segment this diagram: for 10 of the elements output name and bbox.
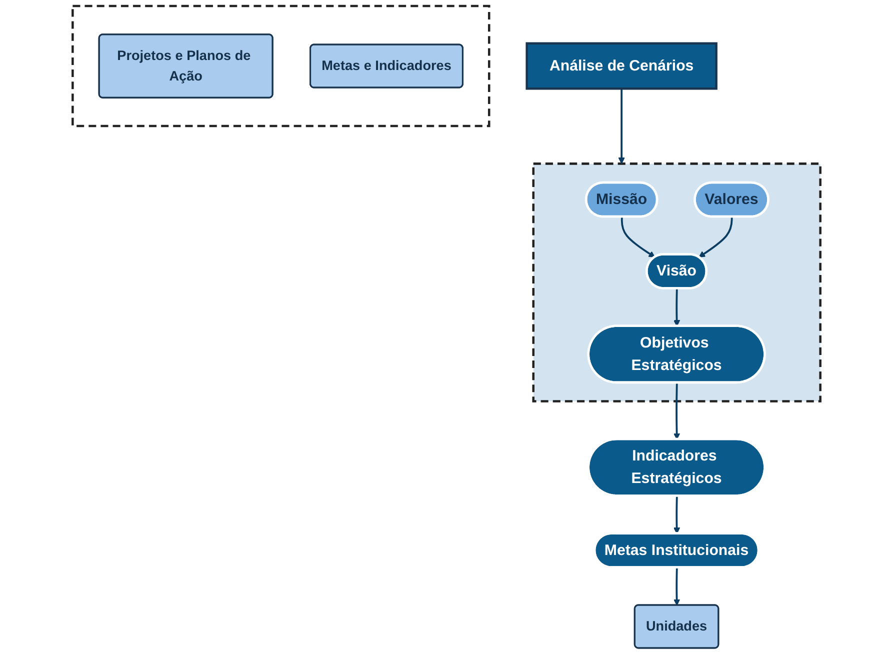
arrow <box>673 382 680 440</box>
cluster <box>532 162 822 402</box>
node-box: Análise de Cenários <box>526 42 718 90</box>
arrow <box>618 88 625 164</box>
arrow <box>698 216 733 258</box>
arrow <box>673 496 680 534</box>
arrow <box>673 568 680 606</box>
arrow <box>673 288 680 327</box>
cluster <box>72 4 490 128</box>
arrow <box>620 216 656 258</box>
